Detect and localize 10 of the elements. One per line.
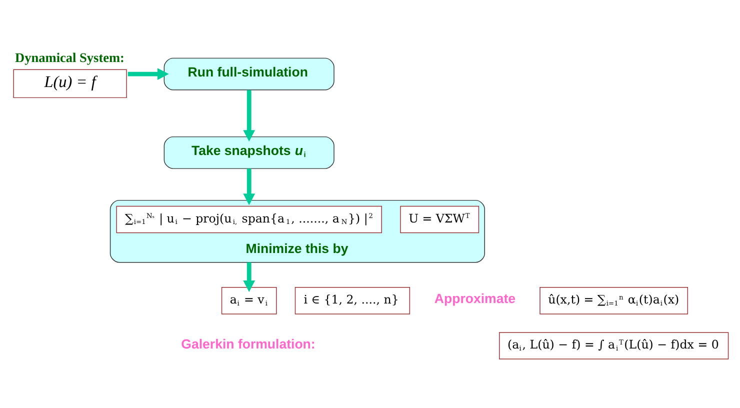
node-box: Run full-simulation bbox=[164, 58, 334, 90]
node-box: i ∈ {1, 2, ...., n} bbox=[294, 287, 410, 314]
label: Approximate bbox=[434, 291, 516, 306]
node-label: Dynamical System: bbox=[15, 50, 124, 65]
node-box: L(u) = f bbox=[13, 69, 127, 98]
arrow bbox=[128, 68, 169, 80]
label: Galerkin formulation: bbox=[181, 336, 316, 352]
arrow bbox=[243, 262, 256, 292]
arrow bbox=[243, 90, 256, 142]
arrow bbox=[243, 168, 256, 206]
